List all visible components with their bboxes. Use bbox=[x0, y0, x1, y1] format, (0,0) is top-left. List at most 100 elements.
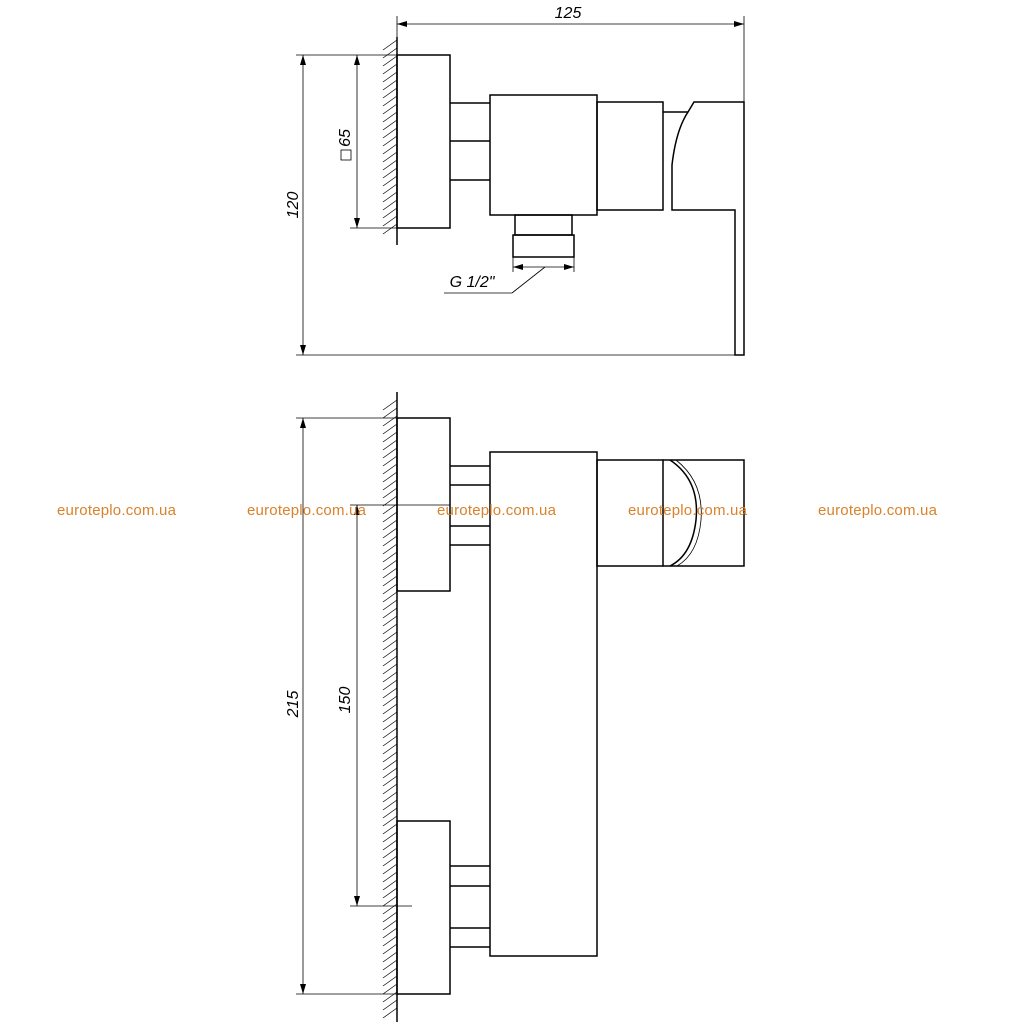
hatch-line bbox=[382, 759, 398, 771]
dim-label-65: 65 bbox=[337, 129, 354, 147]
top-handle bbox=[663, 101, 745, 356]
hatch-line bbox=[382, 535, 398, 547]
hatch-line bbox=[382, 79, 398, 91]
hatch-line bbox=[382, 215, 398, 227]
hatch-line bbox=[382, 767, 398, 779]
hatch-line bbox=[382, 911, 398, 923]
hatch-line bbox=[382, 511, 398, 523]
front-handle bbox=[663, 459, 745, 567]
hatch-line bbox=[382, 791, 398, 803]
hatch-line bbox=[382, 479, 398, 491]
hatch-line bbox=[382, 639, 398, 651]
hatch-line bbox=[382, 55, 398, 67]
hatch-line bbox=[382, 743, 398, 755]
hatch-line bbox=[382, 71, 398, 83]
hatch-line bbox=[382, 887, 398, 899]
hatch-line bbox=[382, 847, 398, 859]
hatch-line bbox=[382, 439, 398, 451]
hatch-line bbox=[382, 687, 398, 699]
hatch-line bbox=[382, 751, 398, 763]
hatch-line bbox=[382, 415, 398, 427]
hatch-line bbox=[382, 855, 398, 867]
hatch-line bbox=[382, 47, 398, 59]
hatch-line bbox=[382, 655, 398, 667]
hatch-line bbox=[382, 559, 398, 571]
watermark-row: euroteplo.com.ua euroteplo.com.ua eurote… bbox=[57, 502, 937, 519]
dim-label-150: 150 bbox=[337, 687, 354, 714]
hatch-line bbox=[382, 487, 398, 499]
hatch-line bbox=[382, 671, 398, 683]
hatch-line bbox=[382, 471, 398, 483]
hatch-line bbox=[382, 871, 398, 883]
hatch-line bbox=[382, 583, 398, 595]
hatch-line bbox=[382, 135, 398, 147]
hatch-line bbox=[382, 527, 398, 539]
hatch-line bbox=[382, 407, 398, 419]
hatch-line bbox=[382, 503, 398, 515]
hatch-line bbox=[382, 183, 398, 195]
hatch-line bbox=[382, 695, 398, 707]
hatch-line bbox=[382, 999, 398, 1011]
hatch-line bbox=[382, 95, 398, 107]
hatch-line bbox=[382, 663, 398, 675]
hatch-line bbox=[382, 111, 398, 123]
hatch-line bbox=[382, 703, 398, 715]
hatch-line bbox=[382, 607, 398, 619]
hatch-line bbox=[382, 87, 398, 99]
watermark-1: euroteplo.com.ua bbox=[57, 502, 177, 519]
hatch-line bbox=[382, 823, 398, 835]
hatch-line bbox=[382, 151, 398, 163]
hatch-line bbox=[382, 39, 398, 51]
hatch-line bbox=[382, 975, 398, 987]
hatch-line bbox=[382, 119, 398, 131]
hatch-line bbox=[382, 783, 398, 795]
watermark-3: euroteplo.com.ua bbox=[437, 502, 557, 519]
hatch-line bbox=[382, 967, 398, 979]
hatch-line bbox=[382, 567, 398, 579]
hatch-line bbox=[382, 1007, 398, 1019]
hatch-line bbox=[382, 399, 398, 411]
hatch-line bbox=[382, 519, 398, 531]
hatch-line bbox=[382, 223, 398, 235]
top-outlet-fitting bbox=[514, 214, 573, 236]
hatch-line bbox=[382, 831, 398, 843]
hatch-line bbox=[382, 895, 398, 907]
hatch-line bbox=[382, 423, 398, 435]
hatch-line bbox=[382, 799, 398, 811]
hatch-line bbox=[382, 199, 398, 211]
hatch-line bbox=[382, 991, 398, 1003]
top-outlet-thread bbox=[512, 234, 575, 258]
hatch-line bbox=[382, 143, 398, 155]
upper-flange bbox=[396, 417, 451, 592]
hatch-line bbox=[382, 207, 398, 219]
hatch-line bbox=[382, 191, 398, 203]
hatch-line bbox=[382, 575, 398, 587]
hatch-line bbox=[382, 951, 398, 963]
hatch-line bbox=[382, 127, 398, 139]
hatch-line bbox=[382, 159, 398, 171]
hatch-line bbox=[382, 447, 398, 459]
front-view: 215 150 bbox=[285, 392, 745, 1022]
hatch-line bbox=[382, 935, 398, 947]
top-flange bbox=[396, 54, 451, 229]
top-cartridge bbox=[596, 101, 664, 211]
mixer-body bbox=[489, 451, 598, 957]
hatch-line bbox=[382, 711, 398, 723]
hatch-line bbox=[382, 175, 398, 187]
watermark-4: euroteplo.com.ua bbox=[628, 502, 748, 519]
hatch-line bbox=[382, 431, 398, 443]
hatch-line bbox=[382, 807, 398, 819]
top-view: 125 120 65 G 1/2" bbox=[285, 5, 745, 356]
hatch-line bbox=[382, 959, 398, 971]
front-cartridge bbox=[596, 459, 664, 567]
hatch-line bbox=[382, 455, 398, 467]
hatch-line bbox=[382, 463, 398, 475]
dim-label-215: 215 bbox=[285, 691, 302, 719]
hatch-line bbox=[382, 863, 398, 875]
hatch-line bbox=[382, 983, 398, 995]
hatch-line bbox=[382, 919, 398, 931]
hatch-line bbox=[382, 943, 398, 955]
hatch-line bbox=[382, 615, 398, 627]
hatch-line bbox=[382, 495, 398, 507]
hatch-line bbox=[382, 679, 398, 691]
